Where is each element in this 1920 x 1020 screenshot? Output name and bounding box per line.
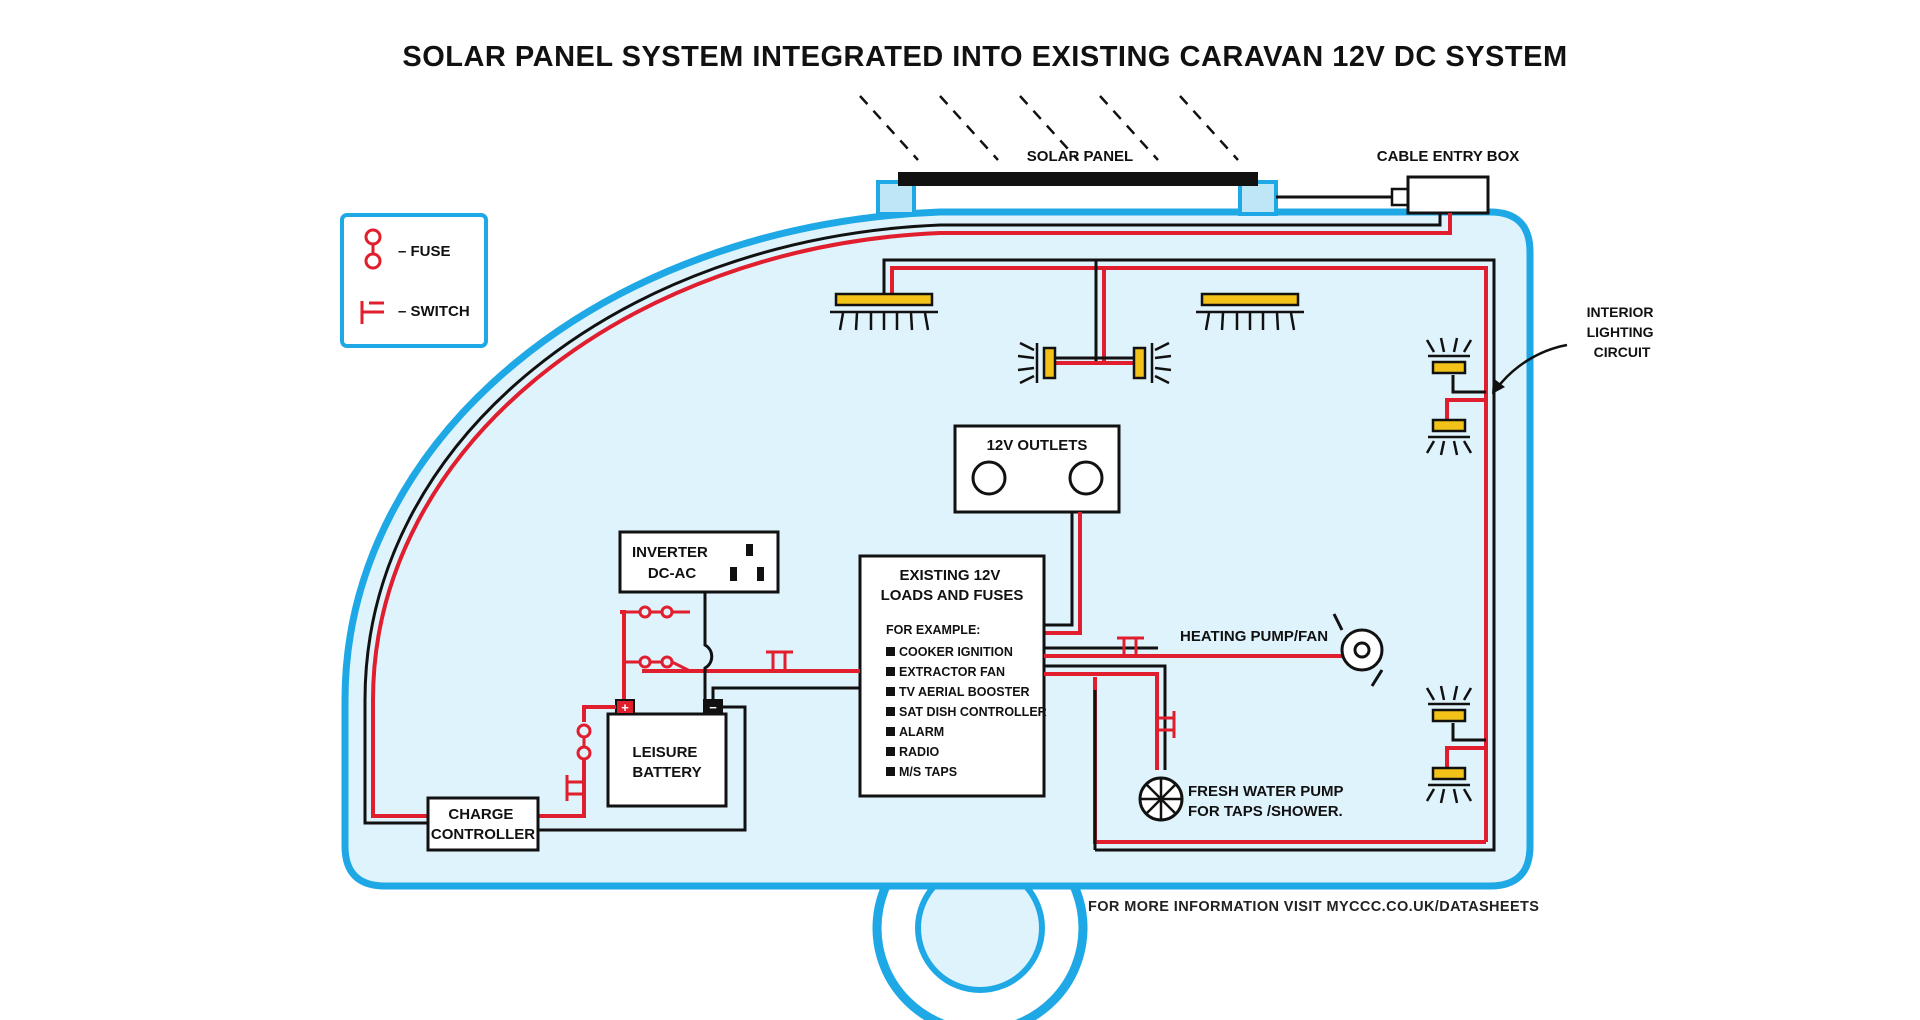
- battery-label: LEISURE BATTERY: [632, 744, 701, 781]
- loads-list: COOKER IGNITION EXTRACTOR FAN TV AERIAL …: [886, 645, 1047, 779]
- solar-panel-mount-left: [876, 180, 916, 216]
- loads-example-label: FOR EXAMPLE:: [886, 623, 980, 637]
- inverter-fuse: [624, 605, 690, 619]
- loads-title: EXISTING 12V LOADS AND FUSES: [881, 567, 1024, 604]
- load-item: TV AERIAL BOOSTER: [899, 685, 1030, 699]
- outlets-label: 12V OUTLETS: [987, 437, 1088, 454]
- water-pump-icon: [1138, 776, 1184, 822]
- load-item: SAT DISH CONTROLLER: [899, 705, 1047, 719]
- load-item: COOKER IGNITION: [899, 645, 1013, 659]
- leisure-battery: [606, 699, 728, 808]
- sun-rays: [859, 95, 1239, 161]
- cable-entry-box-label: CABLE ENTRY BOX: [1377, 148, 1520, 165]
- ceiling-light-right: [1196, 292, 1304, 331]
- inverter-socket-earth: [746, 544, 753, 556]
- solar-panel-mount-right: [1238, 180, 1278, 216]
- heating-fan-icon: [1332, 613, 1384, 687]
- inverter-socket-neutral: [757, 567, 764, 581]
- battery-minus-sign: −: [709, 700, 717, 715]
- charge-controller-label: CHARGE CONTROLLER: [431, 806, 535, 843]
- wall-light-pair-centre: [1017, 341, 1172, 385]
- solar-panel-label: SOLAR PANEL: [1027, 148, 1133, 165]
- water-pump-switch: [1157, 711, 1176, 738]
- cable-entry-connector: [1390, 187, 1410, 207]
- loads-feed-switch: [766, 650, 793, 671]
- legend-switch-label: – SWITCH: [398, 303, 470, 320]
- outlet-socket-right: [1068, 460, 1104, 496]
- ceiling-light-left: [830, 292, 938, 331]
- fuse-legend-icon: [364, 228, 382, 270]
- interior-lighting-label: INTERIOR LIGHTING CIRCUIT: [1587, 304, 1658, 360]
- solar-feed-red: [371, 213, 1452, 818]
- outlet-socket-left: [971, 460, 1007, 496]
- legend: – FUSE – SWITCH: [340, 213, 488, 348]
- cable-entry-box: [1406, 175, 1490, 215]
- load-item: M/S TAPS: [899, 765, 957, 779]
- battery-charge-switch: [565, 775, 584, 801]
- outlets-12v: [953, 424, 1121, 514]
- legend-fuse-label: – FUSE: [398, 243, 451, 260]
- battery-plus-sign: +: [621, 700, 629, 715]
- lighting-circuit-wiring: [882, 258, 1496, 852]
- inverter-dc-ac: [618, 530, 780, 594]
- solar-feed-black: [363, 213, 1442, 825]
- load-item: EXTRACTOR FAN: [899, 665, 1005, 679]
- loads-fuse: [624, 655, 691, 673]
- charge-controller: [426, 796, 540, 852]
- footer-info: FOR MORE INFORMATION VISIT MYCCC.CO.UK/D…: [1088, 899, 1539, 915]
- inverter-socket-live: [730, 567, 737, 581]
- heating-switch: [1117, 636, 1144, 656]
- heating-label: HEATING PUMP/FAN: [1180, 628, 1328, 645]
- interior-lighting-arrow: [1496, 343, 1568, 389]
- load-item: ALARM: [899, 725, 944, 739]
- wall-lights-upper: [1425, 337, 1473, 456]
- solar-panel: [876, 172, 1278, 216]
- water-pump-label: FRESH WATER PUMP FOR TAPS /SHOWER.: [1188, 783, 1347, 820]
- diagram-title: SOLAR PANEL SYSTEM INTEGRATED INTO EXIST…: [402, 41, 1567, 73]
- wall-lights-lower: [1425, 685, 1473, 804]
- inverter-label: INVERTER DC-AC: [632, 544, 712, 582]
- load-item: RADIO: [899, 745, 940, 759]
- switch-legend-icon: [360, 301, 384, 324]
